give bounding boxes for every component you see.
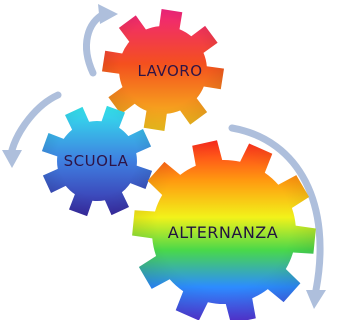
arrow-head-right-icon — [306, 290, 326, 309]
arrow-arc-right — [228, 124, 324, 294]
arrow-heads — [2, 4, 326, 309]
gear-lavoro: LAVORO — [102, 9, 224, 131]
gear-alternanza-shade — [132, 140, 316, 320]
gear-alternanza: ALTERNANZA — [132, 140, 316, 320]
gear-lavoro-shade — [102, 9, 224, 131]
gear-scuola-shade — [41, 105, 153, 217]
gear-scuola: SCUOLA — [41, 105, 153, 217]
gear-lavoro-label: LAVORO — [137, 62, 202, 80]
arrow-head-top-icon — [98, 4, 118, 24]
arrow-head-left-icon — [2, 150, 22, 168]
gear-alternanza-label: ALTERNANZA — [168, 223, 278, 242]
arrow-arc-left — [8, 91, 62, 154]
gear-scuola-label: SCUOLA — [64, 152, 129, 170]
